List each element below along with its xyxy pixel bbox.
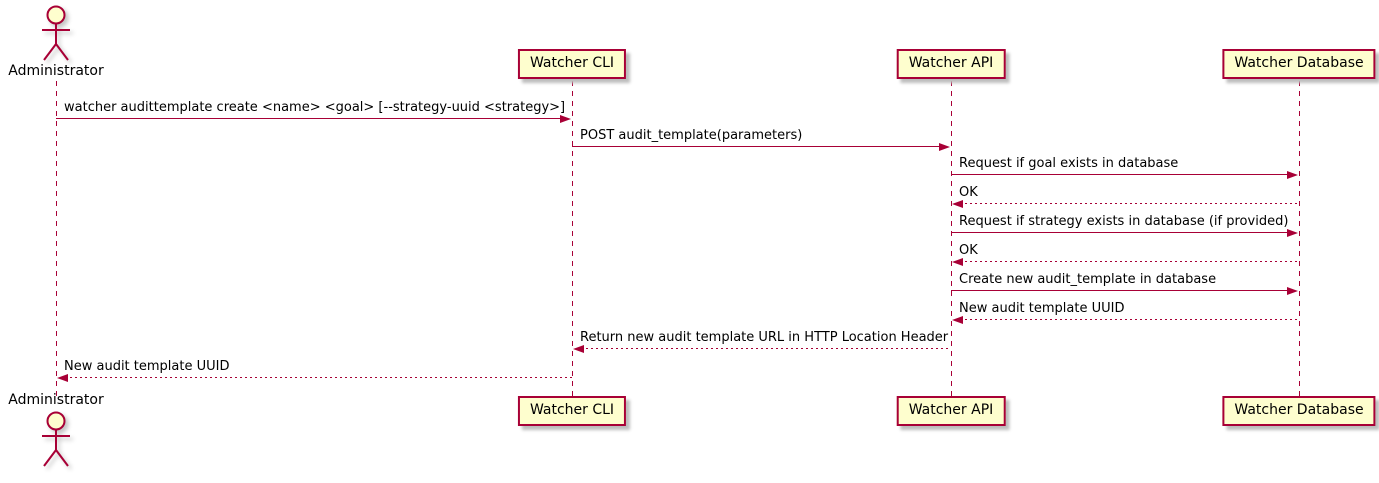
message-arrowhead-icon (939, 143, 950, 151)
message-line (572, 146, 942, 147)
message-line (65, 377, 572, 378)
message-label: New audit template UUID (959, 301, 1125, 316)
message-line (960, 203, 1299, 204)
message-line (56, 118, 563, 119)
message-label: Request if strategy exists in database (… (959, 214, 1289, 229)
lifeline-watcher-api (951, 81, 952, 396)
message-arrowhead-icon (952, 316, 963, 324)
message-line (951, 290, 1290, 291)
actor-label-bottom: Administrator (8, 392, 104, 408)
message-label: POST audit_template(parameters) (580, 128, 803, 143)
message-line (581, 348, 951, 349)
message-label: OK (959, 243, 978, 258)
message-arrowhead-icon (57, 374, 68, 382)
message-line (951, 174, 1290, 175)
message-label: watcher audittemplate create <name> <goa… (64, 100, 566, 115)
message-arrowhead-icon (573, 345, 584, 353)
message-label: OK (959, 185, 978, 200)
participant-box-watcher-cli-bottom: Watcher CLI (517, 396, 627, 426)
message-arrowhead-icon (1287, 171, 1298, 179)
participant-box-watcher-api-bottom: Watcher API (896, 396, 1006, 426)
lifeline-watcher-cli (572, 81, 573, 396)
message-label: Create new audit_template in database (959, 272, 1217, 287)
message-arrowhead-icon (1287, 229, 1298, 237)
message-label: New audit template UUID (64, 359, 230, 374)
participant-box-watcher-database-top: Watcher Database (1222, 49, 1376, 79)
message-arrowhead-icon (952, 258, 963, 266)
message-label: Return new audit template URL in HTTP Lo… (580, 330, 949, 345)
message-line (951, 232, 1290, 233)
message-line (960, 319, 1299, 320)
participant-box-watcher-database-bottom: Watcher Database (1222, 396, 1376, 426)
participant-box-watcher-cli-top: Watcher CLI (517, 49, 627, 79)
message-label: Request if goal exists in database (959, 156, 1179, 171)
lifeline-watcher-database (1299, 81, 1300, 396)
actor-figure-icon (33, 4, 79, 68)
message-arrowhead-icon (1287, 287, 1298, 295)
message-arrowhead-icon (560, 115, 571, 123)
lifeline-administrator (56, 81, 57, 396)
message-line (960, 261, 1299, 262)
participant-box-watcher-api-top: Watcher API (896, 49, 1006, 79)
actor-label-top: Administrator (8, 63, 104, 79)
actor-figure-icon (33, 410, 79, 474)
message-arrowhead-icon (952, 200, 963, 208)
